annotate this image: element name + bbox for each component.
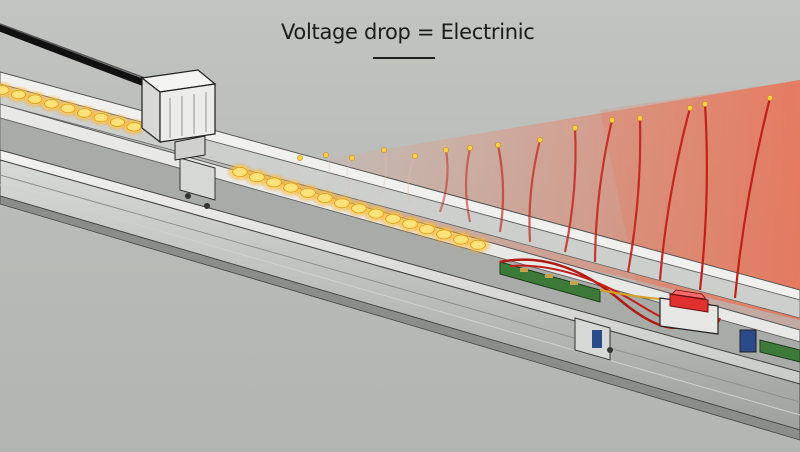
channel-joint-3 <box>739 329 757 353</box>
led-light <box>470 239 486 250</box>
wire-tip-glow <box>537 137 543 143</box>
pcb-strip <box>499 261 800 363</box>
wire-tip-glow <box>412 153 418 159</box>
wire-tip-glow <box>767 95 773 101</box>
red-wire <box>658 107 692 281</box>
red-wire <box>563 127 577 253</box>
channel-joint-1 <box>179 157 216 209</box>
red-wire <box>626 117 642 273</box>
red-wires <box>295 95 773 299</box>
red-wire <box>464 147 472 223</box>
wire-tip-glow <box>495 142 501 148</box>
red-wire <box>528 139 542 243</box>
wire-tip-glow <box>702 101 708 107</box>
wire-tip-glow <box>687 105 693 111</box>
wire-tip-glow <box>637 115 643 121</box>
channel-joint-2 <box>574 317 613 361</box>
red-wire <box>698 103 708 291</box>
red-switch <box>659 289 719 335</box>
red-wire <box>407 155 416 205</box>
red-wire <box>496 144 505 233</box>
wire-tip-glow <box>443 147 449 153</box>
red-wire <box>379 149 387 197</box>
wire-tip-glow <box>323 152 329 158</box>
led-row-segment-1 <box>0 80 148 136</box>
wire-tip-glow <box>572 125 578 131</box>
red-wire <box>438 149 449 213</box>
headline-underline <box>373 57 435 59</box>
wire-tip-glow <box>297 155 303 161</box>
power-connector <box>140 69 217 161</box>
red-wire <box>733 97 772 299</box>
headline-title: Voltage drop = Electrinic <box>281 20 535 44</box>
led-row-segment-2 <box>225 162 493 255</box>
wire-tip-glow <box>381 147 387 153</box>
wire-tip-glow <box>349 155 355 161</box>
led-light <box>126 122 142 132</box>
power-cable <box>0 23 154 89</box>
red-wire <box>593 119 614 263</box>
wire-tip-glow <box>609 117 615 123</box>
wire-tip-glow <box>467 145 473 151</box>
